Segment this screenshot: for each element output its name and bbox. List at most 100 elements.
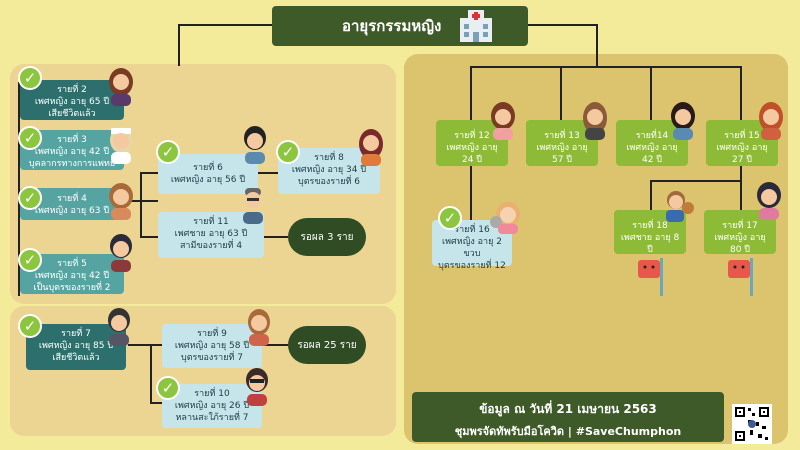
case-label: รายที่ 17 bbox=[722, 221, 758, 231]
case-note: สามีของรายที่ 4 bbox=[179, 241, 243, 251]
check-icon: ✓ bbox=[18, 248, 42, 272]
avatar-icon bbox=[110, 127, 132, 164]
qr-code-icon bbox=[732, 404, 772, 444]
pending-text: รอผล 3 ราย bbox=[300, 231, 354, 243]
connector bbox=[740, 66, 742, 120]
case-detail: เพศหญิง อายุ 42 ปี bbox=[626, 143, 678, 165]
connector bbox=[150, 402, 162, 404]
check-icon: ✓ bbox=[156, 140, 180, 164]
data-date: ข้อมูล ณ วันที่ 21 เมษายน 2563 bbox=[479, 402, 657, 416]
connector bbox=[258, 172, 280, 174]
connector bbox=[650, 180, 742, 182]
case-label: รายที่ 10 bbox=[194, 389, 230, 399]
avatar-icon bbox=[671, 102, 695, 140]
case-detail: เพศหญิง อายุ 63 ปี bbox=[34, 206, 110, 216]
avatar-icon bbox=[110, 234, 132, 272]
avatar-icon bbox=[109, 183, 133, 220]
case-label: รายที่ 13 bbox=[544, 131, 580, 141]
check-icon: ✓ bbox=[18, 186, 42, 210]
case-detail: เพศหญิง อายุ 56 ปี bbox=[170, 175, 246, 185]
case-label: รายที่ 5 bbox=[57, 259, 87, 269]
case-detail: เพศหญิง อายุ 27 ปี bbox=[716, 143, 768, 165]
case-detail: เพศหญิง อายุ 42 ปี bbox=[34, 147, 110, 157]
case-note: บุคลากรทางการแพทย์ bbox=[28, 159, 116, 169]
case-label: รายที่ 16 bbox=[454, 225, 490, 235]
pending-results-badge: รอผล 3 ราย bbox=[288, 218, 366, 256]
case-label: รายที่ 11 bbox=[193, 217, 229, 227]
connector bbox=[470, 66, 742, 68]
case-note: บุตรของรายที่ 6 bbox=[297, 177, 361, 187]
connector bbox=[650, 180, 652, 210]
case-note: หลานสะใภ้รายที่ 7 bbox=[175, 413, 249, 423]
flag-icon bbox=[638, 258, 663, 296]
connector bbox=[264, 236, 288, 238]
connector bbox=[740, 180, 742, 210]
case-detail: เพศหญิง อายุ 65 ปี bbox=[34, 97, 110, 107]
connector bbox=[140, 172, 158, 174]
case-note: เสียชีวิตแล้ว bbox=[52, 353, 100, 363]
case-detail: เพศหญิง อายุ 58 ปี bbox=[174, 341, 250, 351]
flag-icon bbox=[728, 258, 753, 296]
avatar-icon bbox=[109, 68, 133, 106]
title-text: อายุรกรรมหญิง bbox=[342, 17, 442, 35]
avatar-icon bbox=[246, 368, 268, 406]
connector bbox=[150, 344, 162, 346]
avatar-icon bbox=[490, 202, 520, 234]
case-label: รายที่ 15 bbox=[724, 131, 760, 141]
avatar-icon bbox=[359, 129, 383, 166]
case-detail: เพศหญิง อายุ 85 ปี bbox=[38, 341, 114, 351]
check-icon: ✓ bbox=[438, 206, 462, 230]
case-7-card: รายที่ 7 เพศหญิง อายุ 85 ปี เสียชีวิตแล้… bbox=[26, 324, 126, 370]
connector bbox=[128, 200, 158, 202]
connector bbox=[650, 66, 652, 120]
case-label: รายที่ 9 bbox=[197, 329, 227, 339]
case-note: บุตรของรายที่ 7 bbox=[180, 353, 244, 363]
case-label: รายที่ 7 bbox=[61, 329, 91, 339]
case-label: รายที่ 6 bbox=[193, 163, 223, 173]
check-icon: ✓ bbox=[18, 66, 42, 90]
case-detail: เพศหญิง อายุ 2 ขวบ bbox=[442, 237, 502, 259]
hospital-icon bbox=[460, 10, 492, 42]
case-10-card: รายที่ 10 เพศหญิง อายุ 26 ปี หลานสะใภ้รา… bbox=[162, 384, 262, 428]
avatar-icon bbox=[244, 126, 266, 164]
case-label: รายที่ 12 bbox=[454, 131, 490, 141]
connector bbox=[178, 24, 274, 26]
case-12-card: รายที่ 12 เพศหญิง อายุ 24 ปี bbox=[436, 120, 508, 166]
case-detail: เพศหญิง อายุ 34 ปี bbox=[291, 165, 367, 175]
connector bbox=[470, 166, 472, 220]
connector bbox=[150, 344, 152, 404]
case-label: รายที่ 2 bbox=[57, 85, 87, 95]
footer-banner: ข้อมูล ณ วันที่ 21 เมษายน 2563 ชุมพรจัดท… bbox=[412, 392, 724, 442]
connector bbox=[470, 66, 472, 120]
case-detail: เพศหญิง อายุ 80 ปี bbox=[714, 233, 766, 255]
avatar-icon bbox=[243, 188, 263, 224]
check-icon: ✓ bbox=[18, 314, 42, 338]
connector bbox=[560, 66, 562, 120]
case-detail: เพศชาย อายุ 63 ปี bbox=[174, 229, 248, 239]
avatar-icon bbox=[108, 308, 130, 346]
connector bbox=[178, 24, 180, 66]
case-detail: เพศหญิง อายุ 57 ปี bbox=[536, 143, 588, 165]
case-label: รายที่ 3 bbox=[57, 135, 87, 145]
case-detail: เพศหญิง อายุ 42 ปี bbox=[34, 271, 110, 281]
case-note: บุตรของรายที่ 12 bbox=[438, 261, 506, 271]
case-detail: เพศหญิง อายุ 24 ปี bbox=[446, 143, 498, 165]
pending-text: รอผล 25 ราย bbox=[297, 339, 357, 351]
case-14-card: รายที่14 เพศหญิง อายุ 42 ปี bbox=[616, 120, 688, 166]
connector bbox=[18, 82, 20, 296]
case-label: รายที่ 4 bbox=[57, 194, 87, 204]
page-title: อายุรกรรมหญิง bbox=[272, 6, 528, 46]
case-detail: เพศชาย อายุ 8 ปี bbox=[620, 233, 680, 255]
case-detail: เพศหญิง อายุ 26 ปี bbox=[174, 401, 250, 411]
check-icon: ✓ bbox=[156, 376, 180, 400]
case-9-card: รายที่ 9 เพศหญิง อายุ 58 ปี บุตรของรายที… bbox=[162, 324, 262, 368]
connector bbox=[262, 344, 288, 346]
avatar-icon bbox=[759, 102, 783, 140]
connector bbox=[528, 24, 598, 26]
case-label: รายที่ 18 bbox=[632, 221, 668, 231]
avatar-icon bbox=[666, 191, 694, 222]
avatar-icon bbox=[491, 102, 515, 140]
connector bbox=[596, 24, 598, 66]
case-note: เสียชีวิตแล้ว bbox=[48, 109, 96, 119]
